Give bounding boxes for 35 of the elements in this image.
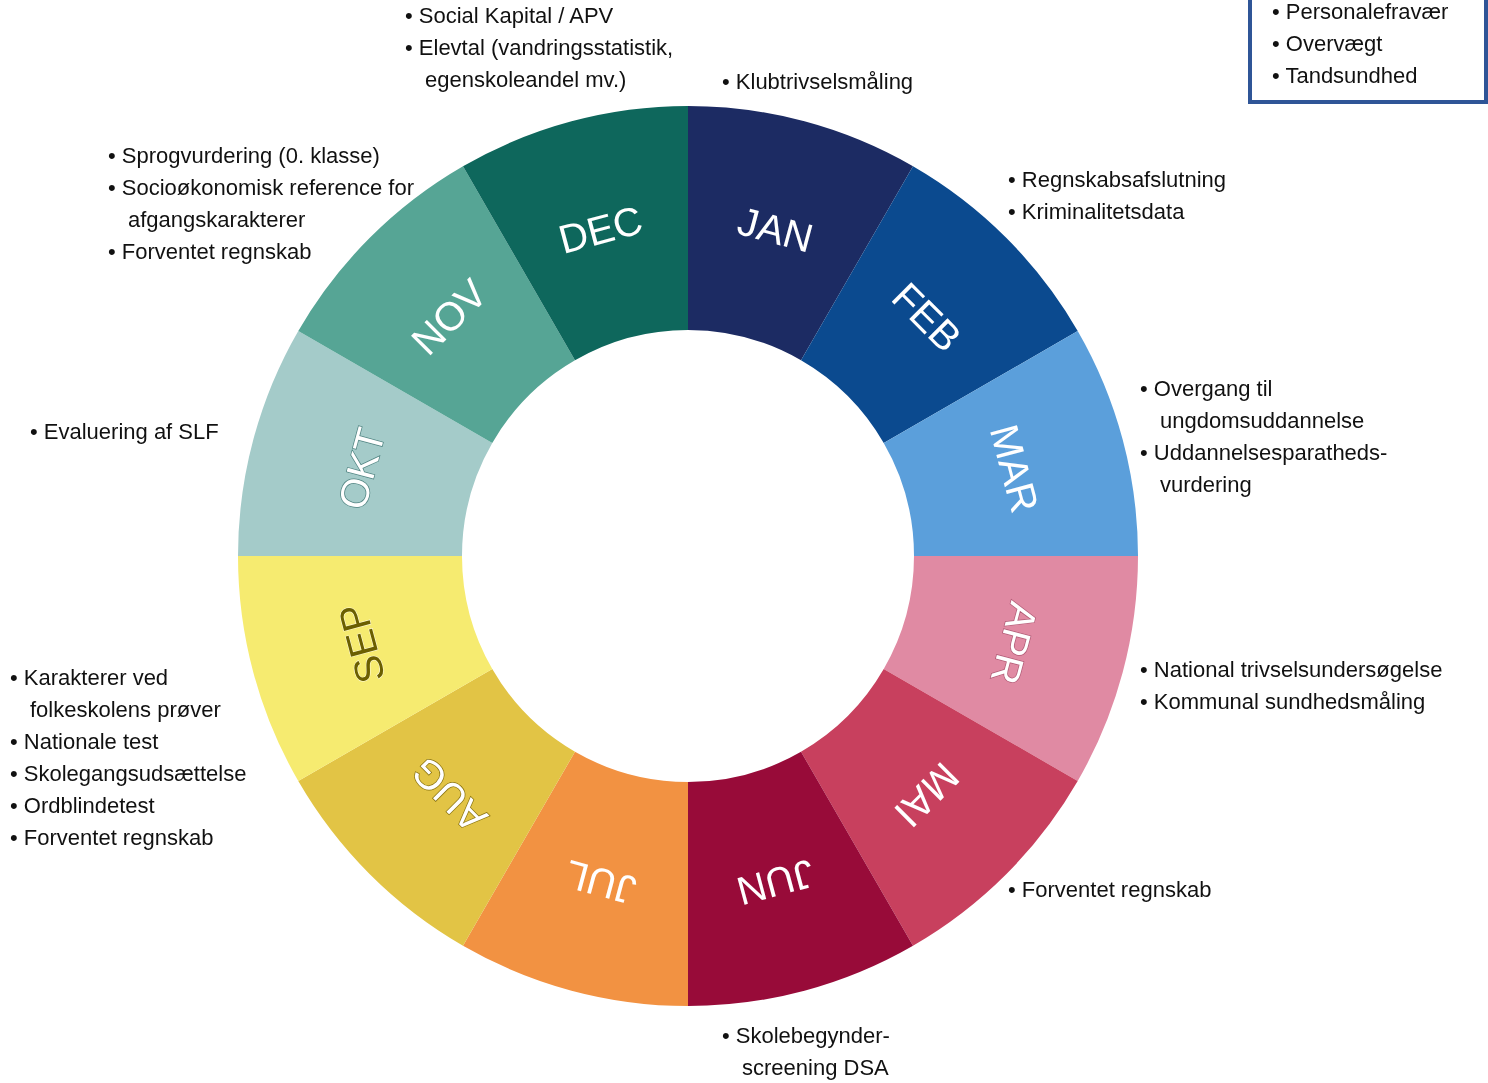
bullet-text: • Nationale test bbox=[10, 728, 160, 756]
note-box bbox=[1248, 0, 1488, 104]
bullet-text: • Uddannelsesparatheds- vurdering bbox=[1140, 439, 1389, 499]
bullet-text: • National trivselsundersøgelse bbox=[1140, 656, 1444, 684]
month-label: JAN bbox=[733, 198, 818, 261]
month-label: MAR bbox=[981, 419, 1048, 518]
month-label: MAI bbox=[886, 754, 968, 836]
bullet-text: • Sprogvurdering (0. klasse) bbox=[108, 142, 381, 170]
bullet-text: • Elevtal (vandringsstatistik, egenskoleandel mv.) bbox=[405, 34, 675, 94]
month-label: SEP bbox=[329, 599, 394, 688]
bullet-text: • Kommunal sundhedsmåling bbox=[1140, 688, 1427, 716]
month-label: JUL bbox=[560, 852, 641, 913]
bullet-text: • Klubtrivselsmåling bbox=[722, 68, 915, 96]
bullet-text: • Karakterer ved folkeskolens prøver bbox=[10, 664, 222, 724]
bullet-text: • Overgang til ungdomsuddannelse bbox=[1140, 375, 1366, 435]
month-label: JUN bbox=[732, 851, 819, 914]
bullet-text: • Overvægt bbox=[1272, 30, 1384, 58]
month-label: APR bbox=[982, 598, 1047, 689]
bullet-text: • Forventet regnskab bbox=[1008, 876, 1213, 904]
bullet-text: • Social Kapital / APV bbox=[405, 2, 615, 30]
month-label: DEC bbox=[554, 197, 647, 262]
month-label: OKT bbox=[329, 423, 394, 514]
bullet-text: • Regnskabsafslutning bbox=[1008, 166, 1228, 194]
bullet-text: • Socioøkonomisk reference for afgangskarakterer bbox=[108, 174, 416, 234]
bullet-text: • Ordblindetest bbox=[10, 792, 156, 820]
bullet-text: • Kriminalitetsdata bbox=[1008, 198, 1186, 226]
bullet-text: • Forventet regnskab bbox=[10, 824, 215, 852]
bullet-text: • Forventet regnskab bbox=[108, 238, 313, 266]
month-label: FEB bbox=[883, 273, 971, 361]
bullet-text: • Tandsundhed bbox=[1272, 62, 1419, 90]
bullet-text: • Skolegangsudsættelse bbox=[10, 760, 248, 788]
month-label: AUG bbox=[402, 748, 496, 842]
bullet-text: • Skolebegynder- screening DSA bbox=[722, 1022, 891, 1082]
bullet-text: • Evaluering af SLF bbox=[30, 418, 220, 446]
bullet-text: • Personalefravær bbox=[1272, 0, 1449, 26]
